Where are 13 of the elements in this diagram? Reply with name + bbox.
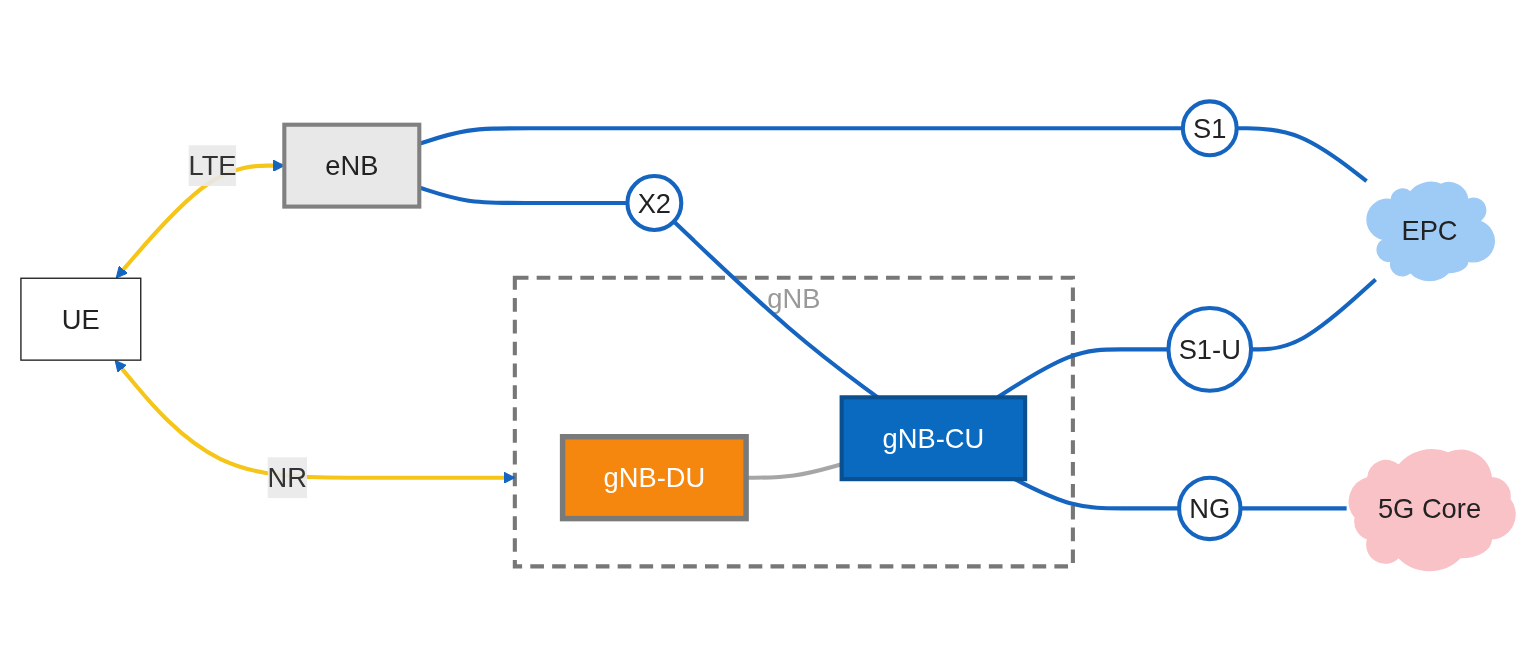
arrow bbox=[114, 360, 516, 484]
node-circle: S1 bbox=[1180, 99, 1239, 158]
connector bbox=[746, 462, 843, 480]
node-box: UE bbox=[20, 277, 142, 361]
node-circle: S1-U bbox=[1166, 305, 1254, 393]
node-box: gNB-CU bbox=[839, 395, 1028, 482]
node-circle: NG bbox=[1177, 475, 1243, 542]
node-circle: X2 bbox=[625, 174, 684, 232]
connector bbox=[1251, 277, 1377, 352]
node-box: eNB bbox=[282, 122, 422, 209]
edge-label: NR bbox=[267, 462, 307, 493]
node-box: gNB-DU bbox=[559, 434, 749, 522]
edge-label: LTE bbox=[188, 150, 237, 181]
